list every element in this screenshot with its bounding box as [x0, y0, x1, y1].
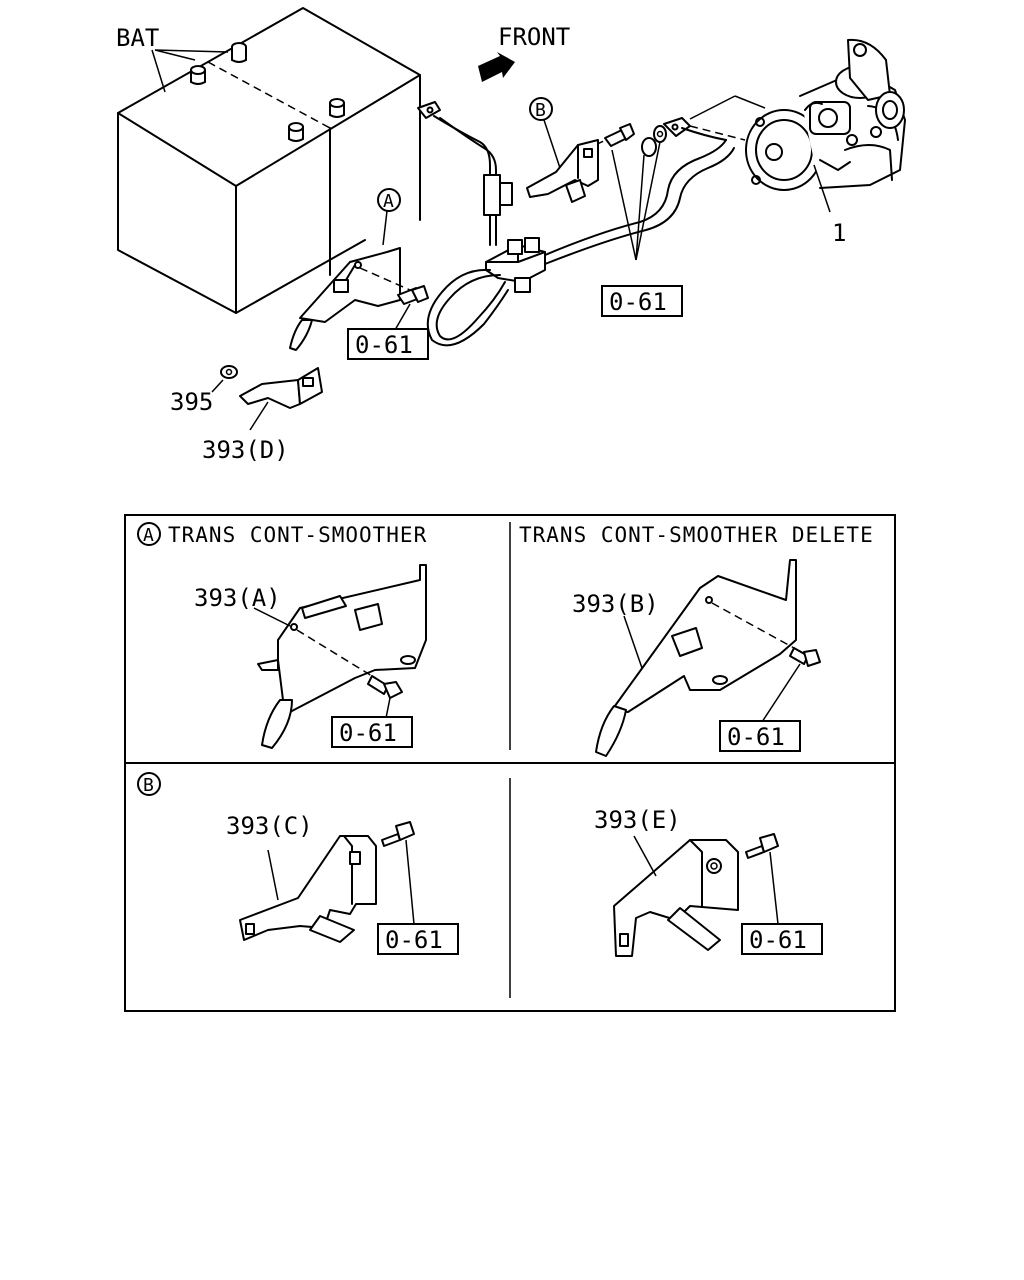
- panel-a-marker-icon: [137, 522, 161, 546]
- callout-b-icon: [529, 97, 553, 121]
- starter-motor: [745, 38, 906, 191]
- battery-label: BAT: [116, 24, 159, 52]
- starter-washers: [641, 125, 667, 157]
- panel-b-right-ref-box[interactable]: [741, 923, 823, 955]
- panel-b-left-ref[interactable]: 0-61: [385, 926, 443, 954]
- panel-b-right-ref[interactable]: 0-61: [749, 926, 807, 954]
- bolt-393-b-icon: [789, 647, 821, 667]
- callout-b-label: B: [535, 100, 546, 121]
- nut-395-icon: [220, 365, 238, 379]
- bracket-d: [239, 367, 323, 409]
- panel-a-left-ref-box[interactable]: [331, 716, 413, 748]
- panel-b-marker: B: [143, 775, 154, 796]
- panel-a-right-part: 393(B): [572, 590, 659, 618]
- panel-b-right-part: 393(E): [594, 806, 681, 834]
- panel-a-marker: A: [143, 525, 154, 546]
- starter-number: 1: [832, 219, 846, 247]
- bolt-a-icon: [397, 285, 429, 305]
- bracket-393-b: [595, 559, 797, 757]
- bolt-b-icon: [583, 123, 635, 151]
- bolt-393-a-icon: [367, 675, 403, 699]
- front-arrow-icon: [478, 52, 515, 82]
- battery-cable: [417, 101, 513, 246]
- panel-b-left-ref-box[interactable]: [377, 923, 459, 955]
- bracket-b-main: [526, 139, 599, 203]
- panel-a-left-header: TRANS CONT-SMOOTHER: [168, 523, 427, 547]
- panel-b-marker-icon: [137, 772, 161, 796]
- callout-a-icon: [377, 188, 401, 212]
- panel-b-left-part: 393(C): [226, 812, 313, 840]
- bracket-393-e: [613, 839, 739, 957]
- ref-box-0-61-left[interactable]: [347, 328, 429, 360]
- main-exploded-view: BAT FRONT: [116, 7, 906, 464]
- cable-loop: [435, 274, 506, 341]
- panel-a-right-header: TRANS CONT-SMOOTHER DELETE: [519, 523, 874, 547]
- bracket-a-main: [289, 247, 411, 351]
- bracket-d-label: 393(D): [202, 436, 289, 464]
- front-label: FRONT: [498, 23, 570, 51]
- ref-code-right[interactable]: 0-61: [609, 288, 667, 316]
- panel-a-right-ref[interactable]: 0-61: [727, 723, 785, 751]
- panel-a-right-ref-box[interactable]: [719, 720, 801, 752]
- bolt-393-c-icon: [381, 821, 415, 847]
- ref-box-0-61-right[interactable]: [601, 285, 683, 317]
- panel-a-left-ref[interactable]: 0-61: [339, 719, 397, 747]
- callout-a-label: A: [383, 191, 394, 212]
- bracket-393-a: [257, 564, 427, 749]
- nut-number: 395: [170, 388, 213, 416]
- cable-clamp: [485, 237, 546, 293]
- ref-code-left[interactable]: 0-61: [355, 331, 413, 359]
- bracket-393-c: [239, 835, 377, 943]
- panel-a-left-part: 393(A): [194, 584, 281, 612]
- bolt-393-e-icon: [745, 833, 779, 859]
- starter-cable: [544, 95, 766, 265]
- battery-box: [117, 7, 421, 314]
